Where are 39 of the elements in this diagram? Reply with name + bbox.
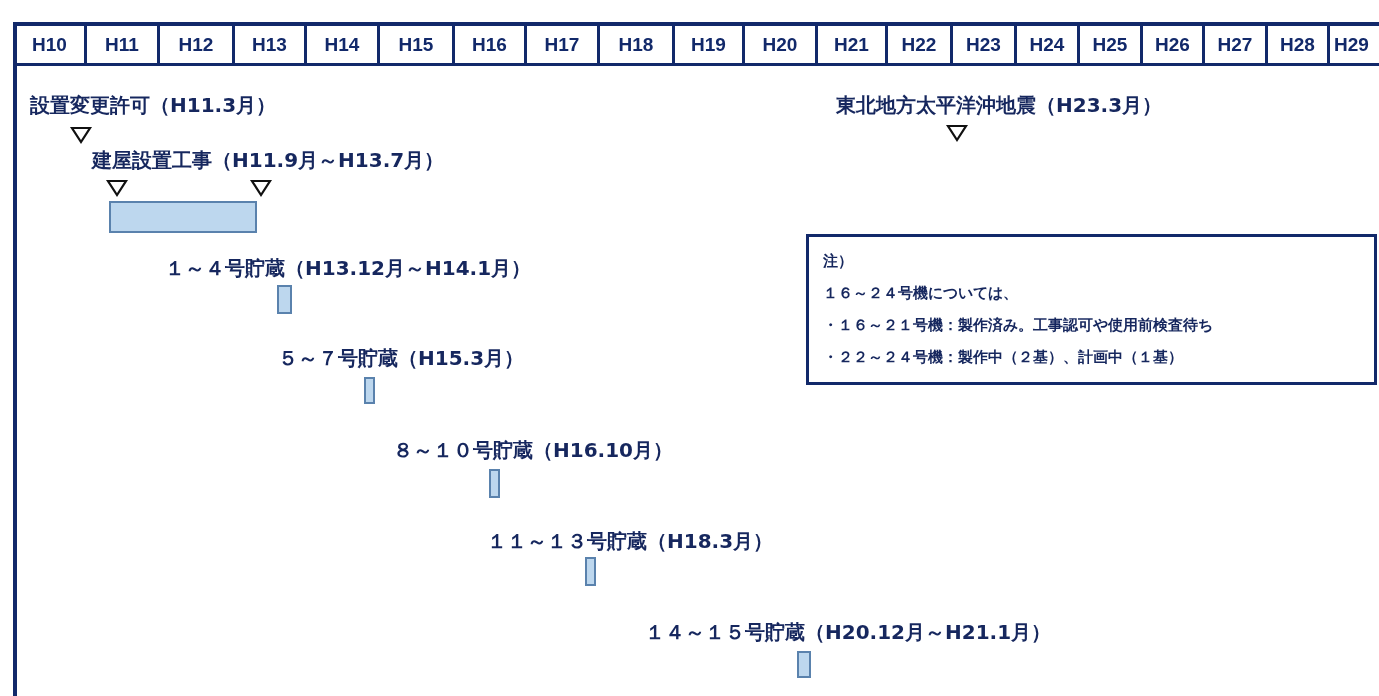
year-header-cell: H27 (1205, 22, 1268, 66)
event-label: １４～１５号貯蔵（H20.12月～H21.1月） (645, 620, 1052, 644)
note-box (806, 234, 1377, 385)
event-label: 建屋設置工事（H11.9月～H13.7月） (92, 148, 445, 172)
year-header-cell: H10 (15, 22, 87, 66)
schedule-bar (364, 377, 375, 404)
year-header-cell: H23 (953, 22, 1017, 66)
year-header-cell: H29 (1330, 22, 1379, 66)
year-header-cell: H13 (235, 22, 307, 66)
year-header-cell: H19 (675, 22, 745, 66)
event-label: ５～７号貯蔵（H15.3月） (278, 346, 525, 370)
event-label: 東北地方太平洋沖地震（H23.3月） (836, 93, 1163, 117)
event-label: １～４号貯蔵（H13.12月～H14.1月） (165, 256, 532, 280)
year-header-cell: H21 (818, 22, 888, 66)
note-text: ・１６～２１号機：製作済み。工事認可や使用前検査待ち (823, 315, 1214, 336)
schedule-bar (109, 201, 257, 233)
note-text: １６～２４号機については、 (823, 283, 1019, 304)
year-header-cell: H28 (1268, 22, 1330, 66)
note-text: ・２２～２４号機：製作中（２基）、計画中（１基） (823, 347, 1184, 368)
year-header-cell: H18 (600, 22, 675, 66)
year-header-cell: H11 (87, 22, 160, 66)
schedule-bar (277, 285, 292, 314)
event-label: 設置変更許可（H11.3月） (30, 93, 277, 117)
year-header-cell: H24 (1017, 22, 1080, 66)
year-header-cell: H26 (1143, 22, 1205, 66)
year-header-cell: H12 (160, 22, 235, 66)
year-header-cell: H16 (455, 22, 527, 66)
note-text: 注） (823, 251, 854, 272)
year-header-cell: H25 (1080, 22, 1143, 66)
year-header-cell: H14 (307, 22, 380, 66)
event-label: ８～１０号貯蔵（H16.10月） (393, 438, 673, 462)
year-header-cell: H15 (380, 22, 455, 66)
year-header-cell: H22 (888, 22, 953, 66)
schedule-bar (489, 469, 500, 498)
year-header-cell: H17 (527, 22, 600, 66)
year-header-cell: H20 (745, 22, 818, 66)
event-label: １１～１３号貯蔵（H18.3月） (487, 529, 774, 553)
schedule-bar (585, 557, 596, 586)
schedule-bar (797, 651, 811, 678)
